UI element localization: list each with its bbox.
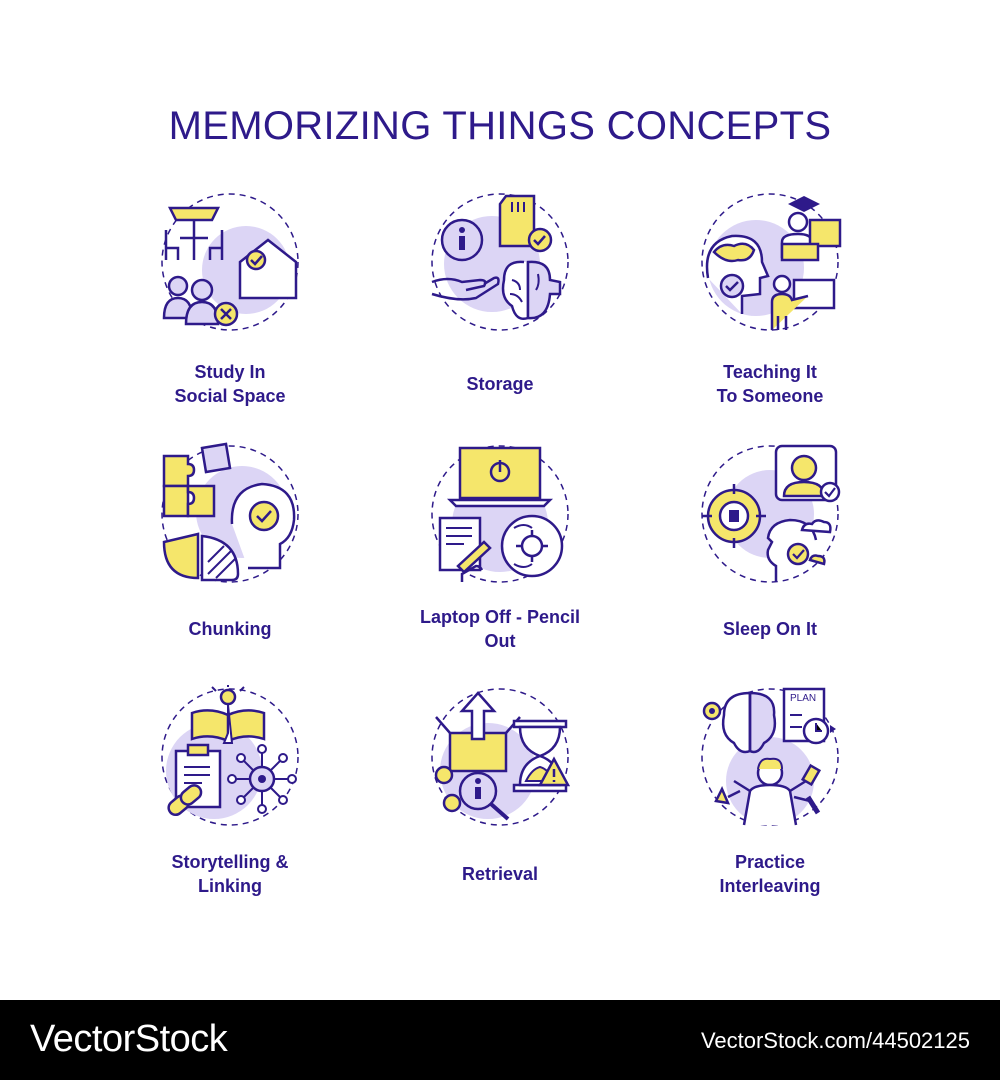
sleep-icon — [698, 442, 842, 586]
concept-label: Retrieval — [461, 864, 539, 884]
laptop-pencil-icon — [428, 442, 572, 586]
concept-label: Storytelling &Linking — [171, 852, 289, 896]
concept-label: Chunking — [188, 619, 272, 639]
concept-card: Sleep On It — [635, 430, 905, 675]
svg-text:PLAN: PLAN — [790, 693, 816, 704]
concept-card: Retrieval — [365, 675, 635, 920]
storage-icon — [428, 190, 572, 334]
concept-label: Storage — [466, 374, 534, 394]
teaching-icon — [698, 190, 842, 334]
watermark-brand: VectorStock — [30, 1018, 228, 1060]
concept-card: Chunking — [95, 430, 365, 675]
interleaving-icon: PLAN — [698, 685, 842, 829]
storytelling-icon — [158, 685, 302, 829]
watermark-bar: VectorStock VectorStock.com/44502125 — [0, 1000, 1000, 1080]
watermark-id: VectorStock.com/44502125 — [700, 1028, 970, 1053]
concept-card: Storytelling &Linking — [95, 675, 365, 920]
social-space-icon — [158, 190, 302, 334]
retrieval-icon — [428, 685, 572, 829]
chunking-icon — [158, 442, 302, 586]
concept-card: Storage — [365, 185, 635, 430]
page-title: MEMORIZING THINGS CONCEPTS — [168, 104, 832, 148]
concept-label: Sleep On It — [722, 619, 818, 639]
